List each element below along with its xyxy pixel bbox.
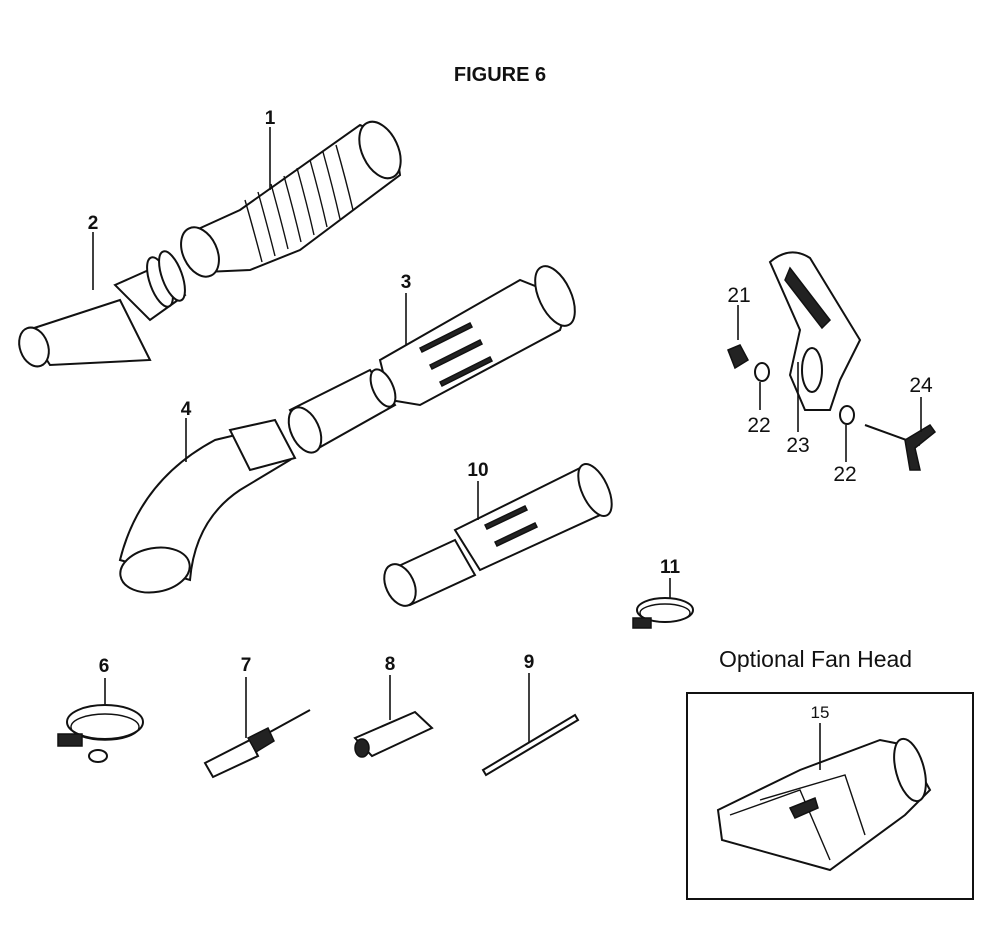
callout-11: 11: [659, 557, 681, 578]
callout-21: 21: [727, 284, 751, 307]
part-15-fan-head: [716, 723, 932, 872]
callout-22-left: 22: [747, 414, 771, 437]
optional-fan-head-label: Optional Fan Head: [719, 646, 913, 672]
part-24-bolt: [864, 397, 937, 471]
part-22-washer-right: [839, 405, 855, 462]
part-1-flex-pipe: [180, 120, 402, 278]
part-11-clamp: [632, 578, 694, 629]
callout-10: 10: [467, 460, 489, 481]
callout-23: 23: [786, 434, 810, 457]
callout-8: 8: [384, 654, 396, 675]
part-9-rod: [481, 673, 580, 777]
part-3-pipe: [287, 265, 576, 454]
callout-3: 3: [400, 272, 412, 293]
callout-24: 24: [909, 374, 933, 397]
part-2-nozzle-tube: [18, 232, 187, 368]
part-6-clamp: [57, 678, 144, 763]
part-7-screwdriver: [203, 677, 311, 779]
callout-4: 4: [180, 399, 192, 420]
part-23-bracket: [768, 251, 862, 432]
figure-title: FIGURE 6: [453, 64, 547, 86]
part-10-pipe: [383, 463, 613, 607]
part-4-elbow: [118, 418, 297, 594]
callout-22-right: 22: [833, 463, 857, 486]
part-21-wing-nut: [727, 305, 749, 370]
part-22-washer-left: [754, 362, 770, 410]
callout-1: 1: [264, 108, 276, 129]
callout-7: 7: [240, 655, 252, 676]
part-8-box-wrench: [353, 675, 434, 758]
callout-2: 2: [87, 213, 99, 234]
callout-6: 6: [98, 656, 110, 677]
optional-fan-head-box: [686, 692, 974, 900]
callout-9: 9: [523, 652, 535, 673]
callout-15: 15: [810, 703, 830, 722]
